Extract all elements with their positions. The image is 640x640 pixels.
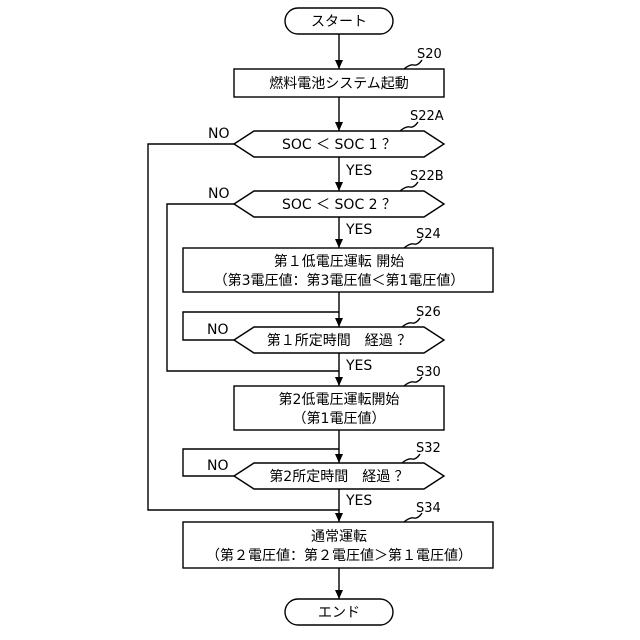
tag-s22b: S22B	[410, 169, 444, 184]
step-s30-line2: （第1電圧値）	[293, 410, 386, 427]
label-s22b-yes: YES	[345, 222, 372, 238]
decision-s22b-text: SOC ＜ SOC 2 ？	[282, 197, 396, 213]
step-s24-line1: 第１低電圧運転 開始	[274, 253, 404, 270]
label-s26-yes: YES	[345, 358, 372, 374]
step-s34-line2: （第２電圧値：第２電圧値＞第１電圧値）	[206, 547, 472, 564]
decision-s22a-text: SOC ＜ SOC 1 ？	[282, 137, 396, 153]
label-s26-no: NO	[207, 322, 229, 338]
end-label: エンド	[318, 605, 360, 621]
label-s22b-no: NO	[208, 186, 230, 202]
tag-s26: S26	[416, 305, 441, 320]
tag-s32: S32	[416, 441, 441, 456]
decision-s26-text: 第１所定時間 経過 ？	[267, 332, 411, 349]
tag-s20: S20	[417, 47, 442, 62]
tag-s30: S30	[416, 365, 441, 380]
start-label: スタート	[311, 14, 367, 30]
label-s22a-no: NO	[208, 126, 230, 142]
tag-s24: S24	[416, 227, 441, 242]
step-s20-text: 燃料電池システム起動	[269, 75, 409, 92]
step-s30-line1: 第2低電圧運転開始	[279, 391, 400, 408]
tag-s22a: S22A	[410, 109, 444, 124]
step-s24-line2: （第3電圧値：第3電圧値＜第1電圧値）	[214, 272, 465, 289]
tag-s34: S34	[416, 501, 441, 516]
label-s32-no: NO	[207, 458, 229, 474]
label-s32-yes: YES	[345, 493, 372, 509]
label-s22a-yes: YES	[345, 163, 372, 179]
decision-s32-text: 第2所定時間 経過 ？	[269, 468, 408, 485]
step-s34-line1: 通常運転	[311, 529, 367, 545]
